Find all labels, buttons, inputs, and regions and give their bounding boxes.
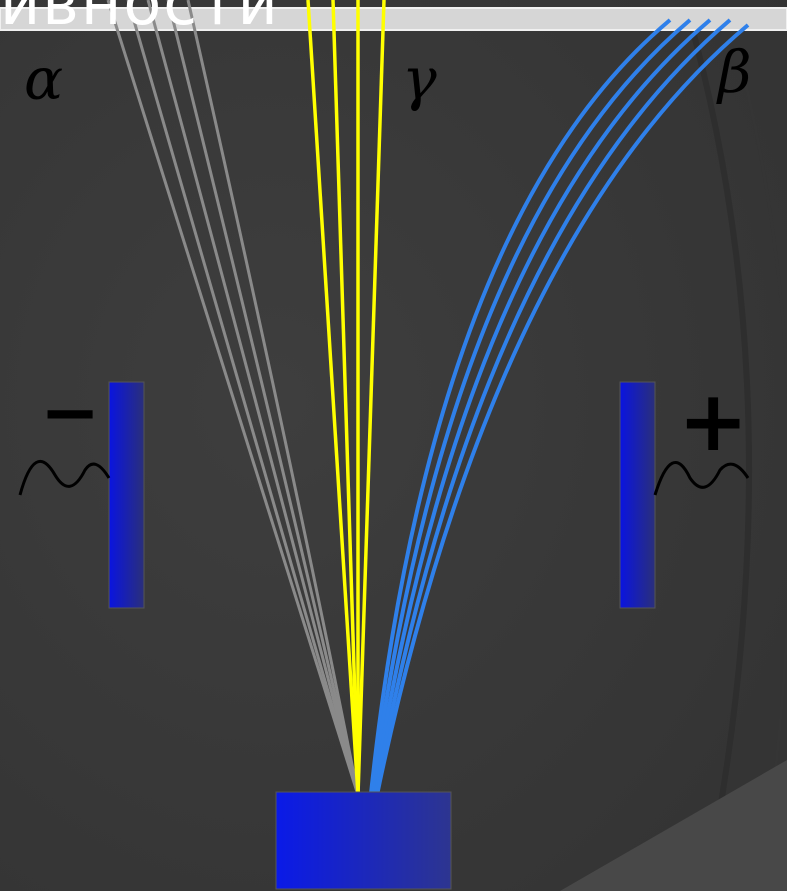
- alpha-ray: [126, 0, 360, 796]
- title-bar: [0, 7, 787, 31]
- minus-sign: −: [40, 370, 101, 454]
- beta-ray: [363, 18, 692, 856]
- title-fragment: ивности: [0, 0, 787, 32]
- alpha-label: α: [24, 45, 64, 113]
- decor-corner: [560, 760, 787, 891]
- beta-ray: [363, 18, 712, 856]
- beta-rays: [363, 18, 750, 856]
- beta-ray: [363, 18, 732, 856]
- gamma-rays: [306, 0, 386, 796]
- negative-plate: [108, 381, 145, 609]
- gamma-label: γ: [402, 45, 437, 113]
- alpha-ray: [106, 0, 360, 796]
- decor-arc-large: [687, 19, 753, 891]
- alpha-ray: [146, 0, 360, 796]
- alpha-ray: [166, 0, 360, 796]
- beta-ray: [363, 23, 750, 856]
- negative-wire: [18, 460, 111, 496]
- gamma-ray: [306, 0, 360, 796]
- positive-plate: [619, 381, 656, 609]
- radiation-source: [275, 791, 452, 890]
- beta-ray: [363, 18, 672, 856]
- beta-label: β: [718, 38, 752, 106]
- alpha-ray: [186, 0, 360, 796]
- positive-wire: [653, 461, 750, 496]
- gamma-ray: [356, 0, 386, 796]
- gamma-ray: [331, 0, 360, 796]
- plus-sign: +: [678, 372, 749, 470]
- decor-arc-small: [738, 59, 787, 891]
- alpha-rays: [106, 0, 360, 796]
